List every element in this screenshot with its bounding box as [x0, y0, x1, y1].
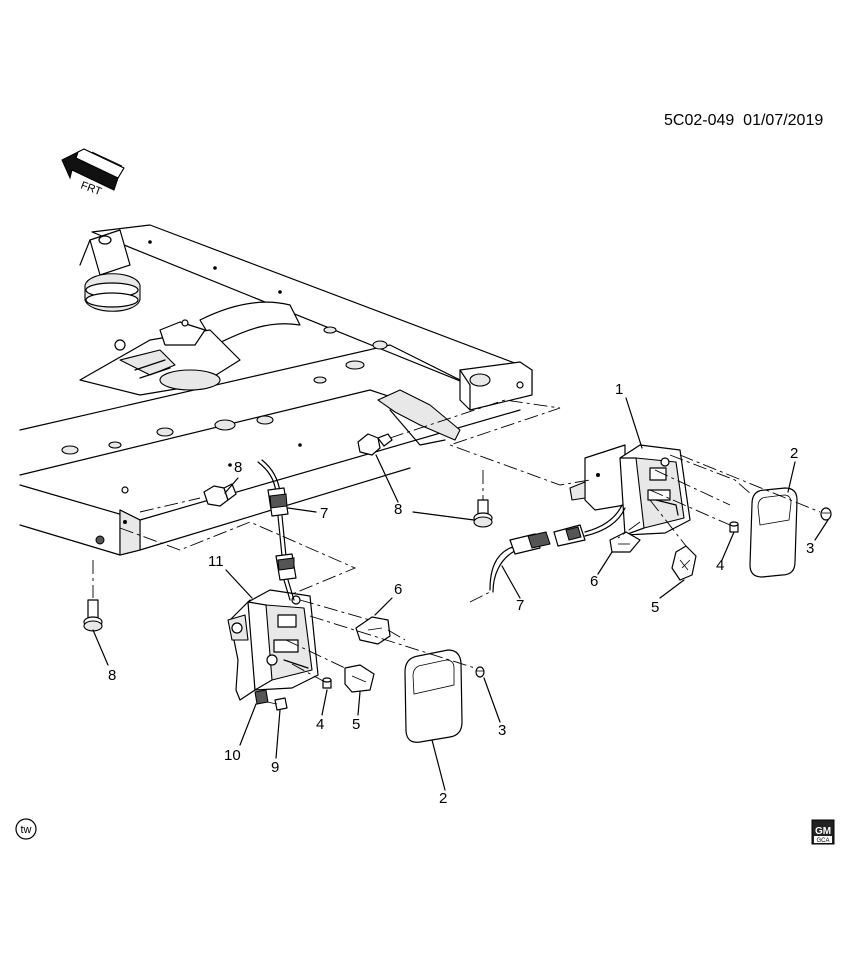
- frame-holes: [61, 240, 388, 545]
- left-clip-10: [254, 689, 269, 705]
- right-bulb-5: [671, 545, 697, 581]
- callout-4-right: 4: [716, 557, 725, 574]
- right-lens: [749, 487, 798, 578]
- right-bolt-8-low: [473, 499, 493, 528]
- right-lamp-assembly: [569, 444, 691, 536]
- callout-6-right: 6: [590, 573, 599, 590]
- callout-8-top: 8: [234, 459, 243, 476]
- right-bulb-6: [609, 531, 641, 553]
- tw-label: tw: [21, 824, 32, 836]
- left-bolt-8-upper: [203, 483, 237, 507]
- callout-4-left: 4: [316, 716, 325, 733]
- drawing-date: 01/07/2019: [743, 112, 824, 129]
- left-bolt-8-lower: [83, 560, 103, 632]
- right-construction-lines: [389, 399, 821, 547]
- left-lamp-assembly: [227, 589, 319, 701]
- right-harness: [469, 504, 626, 603]
- callout-5-left: 5: [352, 716, 361, 733]
- right-bolt-8-top: [357, 433, 393, 456]
- gca-logo-text: GCA: [816, 838, 829, 844]
- callout-7-left: 7: [320, 505, 329, 522]
- callout-8-mid: 8: [394, 501, 403, 518]
- tw-symbol-icon: [15, 818, 37, 840]
- callout-3-left: 3: [498, 722, 507, 739]
- callout-2-left: 2: [439, 790, 448, 807]
- callout-11-left: 11: [208, 553, 224, 570]
- left-bulb-6: [355, 616, 391, 645]
- left-bulb-5: [344, 664, 375, 693]
- front-direction-arrow-icon: [61, 148, 125, 191]
- vehicle-frame: [19, 224, 533, 556]
- leader-lines: [92, 397, 829, 791]
- drawing-id: 5C02-049: [664, 112, 735, 129]
- gm-gca-logo: [811, 819, 835, 845]
- callout-9-left: 9: [271, 759, 280, 776]
- left-screw-9: [266, 697, 288, 711]
- callout-8-left: 8: [108, 667, 117, 684]
- callout-10-left: 10: [224, 747, 241, 764]
- callout-3-right: 3: [806, 540, 815, 557]
- drawing-header: 5C02-049 01/07/2019: [664, 113, 823, 129]
- left-screw-4: [322, 677, 332, 689]
- gm-logo-text: GM: [815, 826, 831, 837]
- left-screw-3: [475, 666, 485, 678]
- left-harness: [257, 459, 297, 601]
- right-screw-3: [820, 507, 832, 521]
- callout-1-right: 1: [615, 381, 624, 398]
- right-screw-4: [729, 521, 739, 533]
- left-lens: [404, 649, 463, 743]
- left-construction-lines: [119, 497, 476, 683]
- callout-5-right: 5: [651, 599, 660, 616]
- callout-6-left: 6: [394, 581, 403, 598]
- callout-2-right: 2: [790, 445, 799, 462]
- callout-7-right: 7: [516, 597, 525, 614]
